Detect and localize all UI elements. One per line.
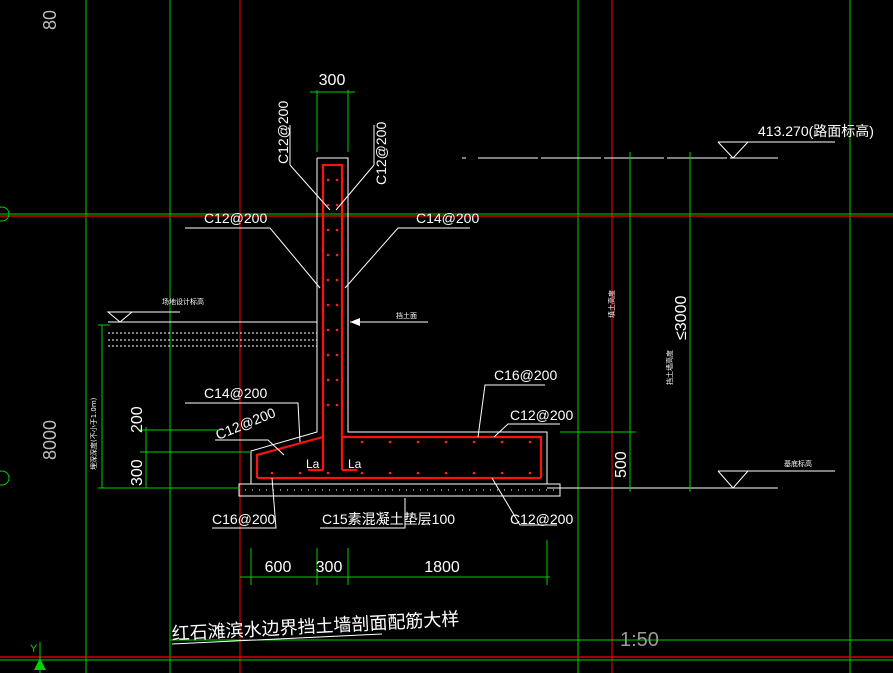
dim-toe-300: 300	[129, 459, 146, 486]
left-axis-value: 8000	[40, 420, 60, 460]
anchorage-right: La	[348, 457, 362, 471]
rebar-top-left: C12@200	[275, 101, 291, 164]
rebar-leaders-stem	[185, 227, 470, 289]
drawing-scale: 1:50	[620, 629, 659, 651]
wall-height-note: 挡土墙高度	[665, 350, 674, 385]
cushion-label: C15素混凝土垫层100	[322, 511, 455, 527]
rebar-stem-left: C12@200	[204, 210, 267, 226]
anchorage-left: La	[306, 457, 320, 471]
wall-outline	[238, 157, 561, 497]
dim-wall-top-label: 300	[319, 72, 346, 89]
rebar-heel-bottom: C12@200	[510, 511, 573, 527]
dim-base-thickness: 500	[613, 451, 630, 478]
retaining-face-label: 挡土面	[396, 311, 417, 320]
embed-depth-note: 埋深深度(不小于1.0m)	[89, 397, 98, 470]
embed-depth-dim	[98, 324, 240, 489]
top-axis-value: 80	[40, 10, 60, 30]
grid-bubble-icon	[0, 206, 10, 222]
elevation-top-label: 413.270(路面标高)	[758, 123, 874, 139]
elevation-marks	[462, 141, 835, 492]
ucs-axis-icon: Y	[30, 642, 46, 673]
grid-bubble-icon	[0, 470, 10, 486]
rebar-leaders-toe	[185, 402, 301, 456]
dim-base-widths	[240, 540, 550, 585]
backfill-note: 填土高度	[607, 290, 616, 318]
rebar-top-right: C12@200	[373, 122, 389, 185]
dim-toe-length: 600	[265, 559, 292, 576]
rebar-layout	[255, 163, 543, 480]
dim-stem-width: 300	[316, 559, 343, 576]
dim-wall-top	[310, 90, 355, 152]
ground-line	[106, 311, 317, 347]
rebar-stem-right: C14@200	[416, 210, 479, 226]
ground-level-label: 场地设计标高	[162, 297, 204, 306]
rebar-heel-top-outer: C16@200	[494, 367, 557, 383]
rebar-toe-bottom: C16@200	[212, 511, 275, 527]
retaining-face-arrow	[350, 318, 428, 326]
rebar-leaders-bottom	[212, 477, 557, 529]
rebar-toe-slope: C12@200	[213, 404, 278, 443]
dim-heel-length: 1800	[424, 559, 460, 576]
dim-toe-steps	[140, 427, 250, 488]
rebar-leaders-heel	[477, 384, 560, 438]
svg-text:Y: Y	[30, 643, 38, 655]
rebar-heel-top-inner: C12@200	[510, 407, 573, 423]
distribution-bars	[270, 178, 532, 475]
rebar-leaders-top	[289, 125, 375, 211]
rebar-toe-top: C14@200	[204, 385, 267, 401]
dim-toe-200: 200	[129, 406, 146, 433]
elevation-bottom-label: 基底标高	[784, 459, 812, 468]
dim-wall-height: ≤3000	[673, 296, 690, 340]
